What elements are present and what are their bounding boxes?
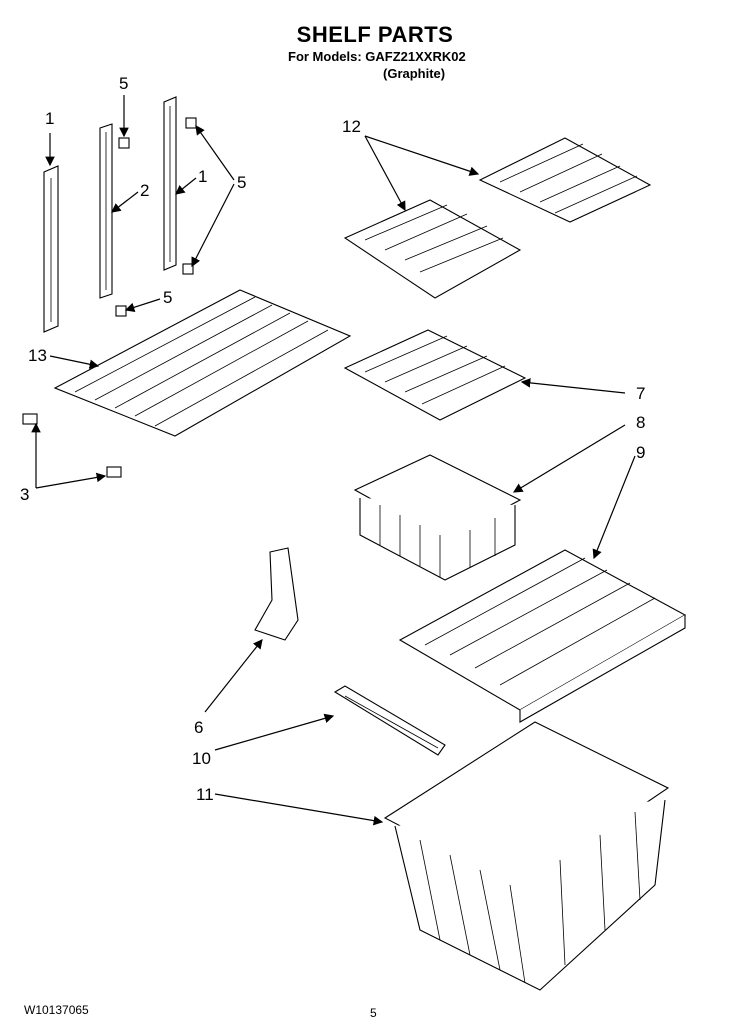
- shelf-clip-3b: [106, 466, 122, 478]
- screw-5-bottom-center: [115, 305, 127, 317]
- callout-8: 8: [636, 413, 645, 432]
- slide-rail-10: [333, 685, 446, 756]
- color-line: (Graphite): [383, 66, 446, 81]
- shelf-rail-left: [43, 165, 59, 333]
- callout-13: 13: [28, 346, 47, 365]
- shelf-rail-center: [99, 123, 113, 299]
- callout-1-right: 1: [198, 167, 207, 186]
- callout-5-right: 5: [237, 173, 246, 192]
- wire-shelf-13: [53, 289, 352, 437]
- shelf-clip-3a: [22, 413, 38, 425]
- callout-9: 9: [636, 443, 645, 462]
- wire-shelf-12b: [478, 137, 652, 223]
- callout-10: 10: [192, 749, 211, 768]
- wire-basket-11: [383, 721, 670, 991]
- callout-5-bottom: 5: [163, 288, 172, 307]
- models-line: For Models: GAFZ21XXRK02: [288, 49, 466, 64]
- callout-5-top: 5: [119, 74, 128, 93]
- screw-5-top-center: [118, 137, 130, 149]
- page-number: 5: [370, 1006, 377, 1020]
- screw-5-top-right: [185, 117, 197, 129]
- callout-11: 11: [196, 785, 214, 804]
- screw-5-bottom-right: [182, 263, 194, 275]
- shelf-support-6: [254, 547, 299, 641]
- shelf-rail-right: [163, 96, 177, 271]
- callout-6: 6: [194, 718, 203, 737]
- wire-shelf-12a: [343, 199, 522, 299]
- page-title: SHELF PARTS: [296, 22, 454, 47]
- callout-7: 7: [636, 384, 645, 403]
- wire-shelf-9: [398, 549, 687, 723]
- document-number: W10137065: [24, 1003, 89, 1017]
- callout-12: 12: [342, 117, 361, 136]
- callout-3: 3: [20, 485, 29, 504]
- leader-lines: [31, 95, 636, 826]
- wire-basket-8: [353, 454, 522, 581]
- callout-1-left: 1: [45, 109, 54, 128]
- wire-shelf-7: [343, 329, 527, 421]
- callout-2: 2: [140, 181, 149, 200]
